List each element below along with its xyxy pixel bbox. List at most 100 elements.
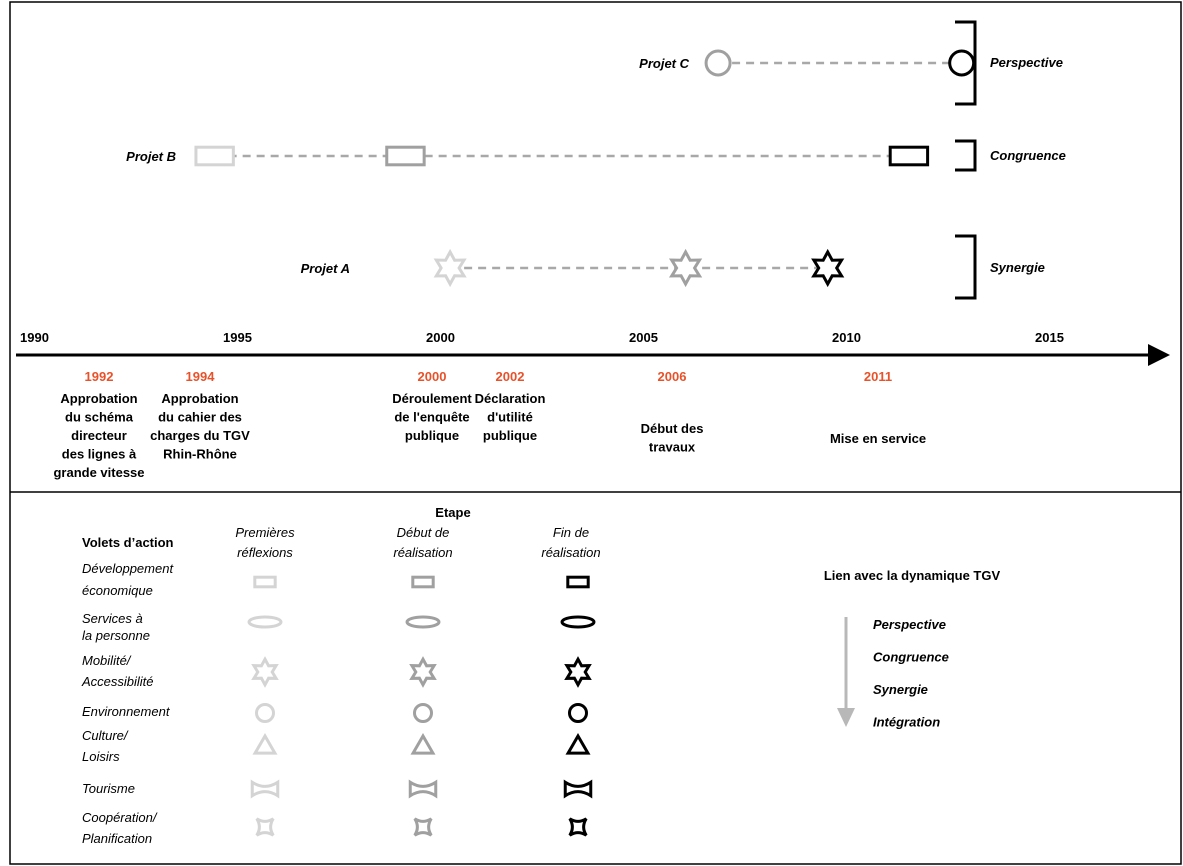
volet-label-line: Culture/: [82, 728, 129, 743]
dynamic-bracket: [955, 234, 977, 300]
dynamic-list-item: Perspective: [873, 617, 946, 632]
stage-header-line: réalisation: [393, 545, 452, 560]
volets-title: Volets d’action: [82, 535, 174, 550]
event-description-line: Rhin-Rhône: [163, 447, 237, 462]
legend-triangle-dark: [565, 733, 591, 755]
legend-concave-square-light: [255, 817, 275, 837]
project-milestone-rectangle: [194, 145, 235, 167]
event-year: 1994: [186, 369, 216, 384]
legend-ellipse-light: [247, 615, 283, 629]
event-description-line: publique: [483, 428, 537, 443]
legend-bowtie-dark: [563, 779, 593, 799]
year-label: 2005: [629, 330, 658, 345]
stage-header-line: Premières: [235, 525, 295, 540]
event-description-line: de l'enquête: [394, 410, 469, 425]
stage-header-line: réflexions: [237, 545, 293, 560]
project-milestone-star: [668, 248, 703, 288]
volet-label-line: Tourisme: [82, 781, 135, 796]
project-milestone-star: [811, 248, 845, 288]
year-label: 2000: [426, 330, 455, 345]
legend-bowtie-medium: [408, 779, 438, 799]
event-description-line: charges du TGV: [150, 428, 250, 443]
timeline-arrowhead: [1148, 344, 1170, 366]
stage-header-line: Fin de: [553, 525, 589, 540]
volet-label-line: Environnement: [82, 704, 171, 719]
dynamic-label: Synergie: [990, 260, 1045, 275]
event-description-line: grande vitesse: [53, 465, 144, 480]
dynamic-list-item: Congruence: [873, 650, 949, 665]
legend-circle-dark: [568, 703, 588, 723]
legend-triangle-medium: [410, 733, 436, 755]
project-label: Projet C: [639, 56, 689, 71]
legend-concave-square-medium: [413, 817, 433, 837]
dynamic-label: Perspective: [990, 55, 1063, 70]
volet-label-line: Loisirs: [82, 749, 120, 764]
volet-label-line: Services à: [82, 611, 143, 626]
project-timelines: Projet C Projet B Projet A: [126, 49, 976, 288]
event-description-line: Mise en service: [830, 431, 926, 446]
legend-rectangle-medium: [411, 575, 435, 589]
legend-ellipse-dark: [560, 615, 596, 629]
project-milestone-circle: [948, 49, 976, 77]
volet-label-line: Planification: [82, 831, 152, 846]
event-description-line: directeur: [71, 428, 127, 443]
project-label: Projet A: [301, 261, 350, 276]
volet-label-line: la personne: [82, 628, 150, 643]
project-milestone-circle: [704, 49, 732, 77]
event-description-line: d'utilité: [487, 410, 533, 425]
legend-circle-medium: [413, 703, 433, 723]
legend-concave-square-dark: [568, 817, 588, 837]
legend-triangle-light: [252, 733, 278, 755]
event-description-line: du schéma: [65, 410, 134, 425]
stage-headers: Premières réflexions Début de réalisation Fi…: [235, 525, 600, 560]
event-description-line: Approbation: [60, 391, 137, 406]
project-milestone-star: [433, 248, 467, 288]
event-description-line: des lignes à: [62, 447, 137, 462]
year-label: 2010: [832, 330, 861, 345]
event-description-line: Début des: [641, 421, 704, 436]
project-milestone-rectangle: [888, 145, 930, 167]
event-year: 1992: [85, 369, 114, 384]
volet-label-line: économique: [82, 583, 153, 598]
dynamic-bracket: [955, 20, 977, 106]
stage-header-line: Début de: [397, 525, 450, 540]
event-description-line: du cahier des: [158, 410, 242, 425]
event-description-line: Déclaration: [475, 391, 546, 406]
stage-header-line: réalisation: [541, 545, 600, 560]
outer-frame: [9, 1, 1182, 865]
year-label: 1990: [20, 330, 49, 345]
etape-title: Etape: [435, 505, 470, 520]
legend-star-dark: [564, 656, 592, 688]
dynamic-list-item: Intégration: [873, 715, 940, 730]
dynamics-arrow-head: [837, 708, 855, 727]
legend-bowtie-light: [250, 779, 280, 799]
event-year: 2000: [418, 369, 447, 384]
lien-title: Lien avec la dynamique TGV: [824, 568, 1001, 583]
year-label: 2015: [1035, 330, 1064, 345]
project-milestone-rectangle: [385, 145, 426, 167]
legend-circle-light: [255, 703, 275, 723]
volet-label-line: Coopération/: [82, 810, 158, 825]
event-year: 2006: [658, 369, 687, 384]
timeline-year-labels: 1990 1995 2000 2005 2010 2015: [20, 330, 1064, 345]
volet-label-line: Accessibilité: [81, 674, 154, 689]
legend-rectangle-light: [253, 575, 277, 589]
project-label: Projet B: [126, 149, 176, 164]
legend-rectangle-dark: [566, 575, 590, 589]
event-year: 2002: [496, 369, 525, 384]
volet-label-line: Mobilité/: [82, 653, 132, 668]
legend-star-medium: [409, 656, 437, 688]
event-description-line: Déroulement: [392, 391, 472, 406]
event-description-line: Approbation: [161, 391, 238, 406]
event-description-line: publique: [405, 428, 459, 443]
event-description-line: travaux: [649, 440, 696, 455]
year-label: 1995: [223, 330, 252, 345]
volet-label-line: Développement: [82, 561, 174, 576]
legend-ellipse-medium: [405, 615, 441, 629]
dynamic-label: Congruence: [990, 148, 1066, 163]
